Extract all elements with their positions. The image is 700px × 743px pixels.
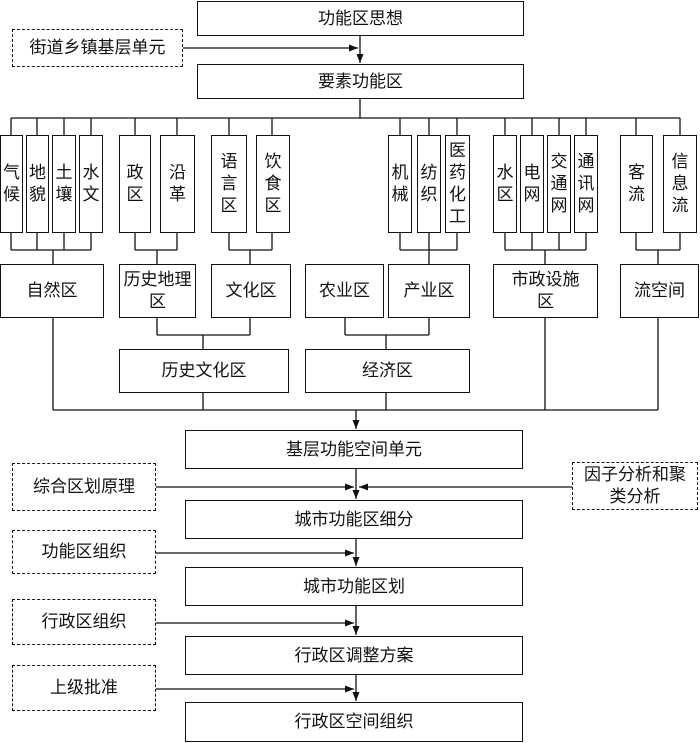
element-dianwang-label: 电网: [523, 163, 541, 205]
element-yinshiqu: 饮食区: [256, 135, 290, 233]
element-shuiqu: 水区: [493, 135, 517, 233]
element-dianwang: 电网: [520, 135, 544, 233]
subdivision-box: 城市功能区细分: [185, 500, 523, 539]
element-jixie-label: 机械: [391, 163, 409, 205]
group-history-culture: 历史文化区: [119, 349, 289, 393]
street-unit-box: 街道乡镇基层单元: [12, 29, 183, 67]
element-yiyao-label: 医药化工: [449, 141, 466, 227]
element-qihou: 气候: [0, 135, 23, 233]
element-fangzhi-label: 纺织: [420, 163, 438, 205]
element-jiaotongwang: 交通网: [547, 135, 571, 233]
zone-culture: 文化区: [211, 264, 291, 318]
element-xinxiliu-label: 信息流: [671, 152, 689, 216]
element-xinxiliu: 信息流: [663, 135, 697, 233]
zone-history-geo-label: 历史地理区: [123, 270, 192, 312]
element-shuiwen-label: 水文: [82, 163, 100, 205]
zone-municipal-label: 市政设施区: [511, 270, 580, 312]
element-fangzhi: 纺织: [417, 135, 441, 233]
element-zhengqu: 政区: [119, 135, 151, 233]
zone-natural: 自然区: [0, 264, 104, 318]
element-turang-label: 土壤: [55, 163, 73, 205]
group-economy: 经济区: [305, 349, 470, 393]
element-dimao-label: 地貌: [29, 163, 46, 205]
basic-unit-box: 基层功能空间单元: [185, 430, 523, 469]
division-box: 城市功能区划: [185, 567, 523, 606]
element-turang: 土壤: [52, 135, 76, 233]
zone-agriculture: 农业区: [305, 264, 384, 318]
element-jixie: 机械: [388, 135, 412, 233]
element-jiaotongwang-label: 交通网: [550, 152, 568, 216]
element-shuiwen: 水文: [79, 135, 103, 233]
element-tongxunwang: 通讯网: [574, 135, 598, 233]
admin-org-input: 行政区组织: [12, 599, 156, 645]
element-shuiqu-label: 水区: [496, 163, 514, 205]
adjustment-box: 行政区调整方案: [185, 636, 523, 675]
element-qihou-label: 气候: [3, 163, 20, 205]
element-zone-box: 要素功能区: [197, 64, 524, 99]
element-yange: 沿革: [160, 135, 195, 233]
zone-history-geo: 历史地理区: [119, 264, 196, 318]
zone-flow-space: 流空间: [620, 264, 699, 318]
element-tongxunwang-label: 通讯网: [577, 152, 595, 216]
factor-input: 因子分析和聚类分析: [572, 462, 698, 510]
element-yuyanqu-label: 语言区: [220, 152, 238, 216]
element-zhengqu-label: 政区: [126, 163, 144, 205]
factor-input-label: 因子分析和聚类分析: [584, 465, 686, 507]
zone-industry: 产业区: [388, 264, 470, 318]
zone-municipal: 市政设施区: [493, 264, 598, 318]
func-org-input: 功能区组织: [12, 530, 156, 574]
spatial-org-box: 行政区空间组织: [185, 702, 523, 742]
principle-input: 综合区划原理: [12, 463, 156, 511]
element-yuyanqu: 语言区: [211, 135, 247, 233]
approval-input: 上级批准: [12, 665, 156, 711]
element-keliu: 客流: [620, 135, 653, 233]
element-yiyao: 医药化工: [445, 135, 470, 233]
ideas-box: 功能区思想: [197, 1, 524, 36]
element-yange-label: 沿革: [169, 163, 186, 205]
element-dimao: 地貌: [26, 135, 49, 233]
element-yinshiqu-label: 饮食区: [264, 152, 282, 216]
element-keliu-label: 客流: [628, 163, 645, 205]
